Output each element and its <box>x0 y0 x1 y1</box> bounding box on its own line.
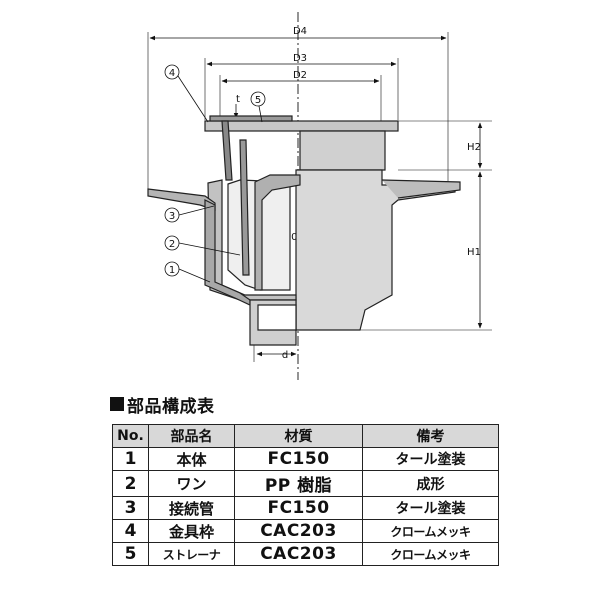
dim-label-d3: D3 <box>293 53 307 64</box>
header-no: No. <box>112 424 149 448</box>
cell-name: ワン <box>148 470 235 497</box>
cell-name: 本体 <box>148 447 235 471</box>
dim-label-d4: D4 <box>293 26 307 37</box>
cell-note: タール塗装 <box>362 447 499 471</box>
cell-material: CAC203 <box>234 519 363 543</box>
header-note: 備考 <box>362 424 499 448</box>
cell-no: 2 <box>112 470 149 497</box>
cell-material: PP 樹脂 <box>234 470 363 497</box>
dim-label-t: t <box>236 94 240 105</box>
cell-no: 1 <box>112 447 149 471</box>
header-material: 材質 <box>234 424 363 448</box>
callout-5: 5 <box>255 95 261 106</box>
parts-table: No. 部品名 材質 備考 1 本体 FC150 タール塗装 2 ワン PP 樹… <box>112 424 499 566</box>
table-row: 5 ストレーナ CAC203 クロームメッキ <box>112 542 499 566</box>
drain-cross-section-drawing: D4 D3 D2 t H2 H1 S50 D1 d <box>147 12 492 380</box>
callout-4: 4 <box>169 68 175 79</box>
header-part-name: 部品名 <box>148 424 235 448</box>
cell-name: ストレーナ <box>148 542 235 566</box>
table-row: 1 本体 FC150 タール塗装 <box>112 447 499 471</box>
cell-note: クロームメッキ <box>362 542 499 566</box>
cell-no: 5 <box>112 542 149 566</box>
callout-1: 1 <box>169 265 175 276</box>
cell-name: 接続管 <box>148 496 235 520</box>
table-header-row: No. 部品名 材質 備考 <box>112 424 499 448</box>
callout-2: 2 <box>169 239 175 250</box>
cell-note: 成形 <box>362 470 499 497</box>
cell-note: タール塗装 <box>362 496 499 520</box>
cell-material: CAC203 <box>234 542 363 566</box>
cell-name: 金具枠 <box>148 519 235 543</box>
dim-label-d: d <box>282 350 288 361</box>
table-row: 3 接続管 FC150 タール塗装 <box>112 496 499 520</box>
cell-no: 4 <box>112 519 149 543</box>
callout-3: 3 <box>169 211 175 222</box>
parts-table-title: 部品構成表 <box>127 396 215 417</box>
drain-body <box>147 115 461 346</box>
dim-label-h2: H2 <box>467 142 481 153</box>
callout-balloons <box>164 64 266 283</box>
table-row: 4 金具枠 CAC203 クロームメッキ <box>112 519 499 543</box>
cell-material: FC150 <box>234 447 363 471</box>
table-row: 2 ワン PP 樹脂 成形 <box>112 470 499 497</box>
dim-label-h1: H1 <box>467 247 481 258</box>
cell-material: FC150 <box>234 496 363 520</box>
cell-note: クロームメッキ <box>362 519 499 543</box>
heading-square-icon <box>110 397 124 411</box>
dim-label-d2: D2 <box>293 70 307 81</box>
parts-table-heading: 部品構成表 <box>110 393 215 417</box>
cell-no: 3 <box>112 496 149 520</box>
